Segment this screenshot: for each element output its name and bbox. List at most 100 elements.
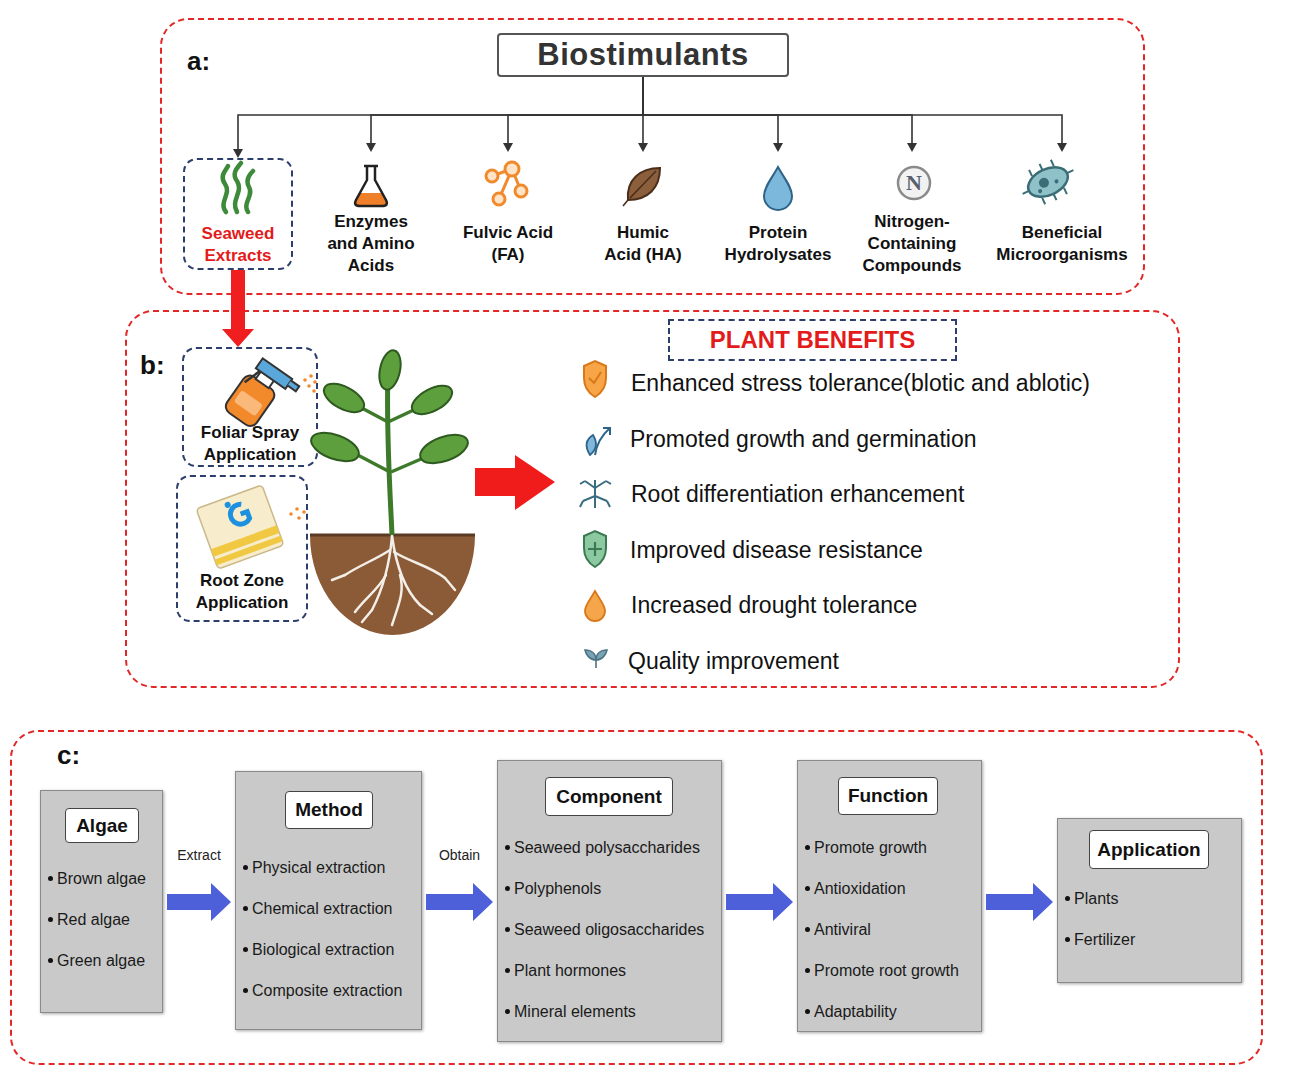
fertilizer-bag	[297, 516, 301, 520]
item-text: Antiviral	[814, 921, 871, 939]
plant-illustration	[392, 536, 420, 605]
tree-connector	[503, 77, 643, 152]
process-header: Algae	[65, 808, 139, 843]
seaweed-icon	[223, 166, 228, 212]
benefit-text: Quality improvement	[628, 647, 839, 675]
icon-letter: N	[904, 169, 924, 197]
category-item: Protein Hydrolysates	[713, 152, 843, 277]
node-label: Method	[295, 799, 363, 821]
category-item: Beneficial Microorganisms	[987, 152, 1137, 277]
nitrogen-icon	[898, 167, 930, 199]
plant-illustration	[307, 348, 475, 635]
fertilizer-bag	[228, 502, 251, 527]
spray-bottle	[307, 384, 311, 388]
panel-letter: b:	[140, 350, 165, 380]
list-item: Promote root growth	[798, 950, 981, 991]
text-holder: Humic Acid (HA)	[578, 210, 708, 278]
list-item: Mineral elements	[498, 991, 721, 1032]
list-item: Plants	[1058, 878, 1241, 919]
list-item: Plant hormones	[498, 950, 721, 991]
leaf-icon	[623, 168, 660, 206]
bullet-dot	[505, 968, 510, 973]
node-label: Biostimulants	[537, 37, 748, 73]
list-item: Seaweed polysaccharides	[498, 827, 721, 868]
list-item: Physical extraction	[236, 847, 421, 888]
bullet-dot	[505, 886, 510, 891]
item-text: Composite extraction	[252, 982, 402, 1000]
big-red-arrow	[475, 455, 555, 510]
benefit-text: Promoted growth and germination	[630, 425, 976, 453]
molecule-icon	[492, 169, 521, 199]
text-holder: Fulvic Acid (FA)	[443, 210, 573, 278]
plant-illustration	[407, 380, 456, 420]
spray-bottle	[256, 371, 275, 388]
benefit-icons	[585, 650, 607, 668]
text-holder: Enzymes and Amino Acids	[306, 210, 436, 278]
item-text: Plants	[1074, 890, 1118, 908]
item-text: Seaweed oligosaccharides	[514, 921, 704, 939]
microbe-icon	[1023, 161, 1072, 202]
fertilizer-bag	[224, 501, 232, 509]
tree-connector	[638, 77, 648, 152]
seaweed-icon	[246, 171, 253, 212]
process-header: Method	[285, 791, 373, 829]
fertilizer-bag	[289, 512, 293, 516]
leaf-icon	[623, 171, 656, 206]
blue-block-arrow	[426, 883, 493, 921]
item-text: Promote growth	[814, 839, 927, 857]
process-box: Physical extractionChemical extractionBi…	[235, 771, 422, 1030]
item-text: Mineral elements	[514, 1003, 636, 1021]
node-label: Humic Acid (HA)	[599, 222, 687, 266]
list-item: Brown algae	[41, 858, 162, 899]
connector-line	[238, 77, 643, 150]
microbe-icon	[1014, 152, 1082, 212]
node-label: Seaweed Extracts	[186, 223, 290, 267]
blue-block-arrow	[167, 883, 231, 921]
benefit-icons	[595, 428, 610, 455]
category-item: Fulvic Acid (FA)	[443, 152, 573, 277]
drop-icon	[764, 167, 792, 210]
item-text: Polyphenols	[514, 880, 601, 898]
fertilizer-bag	[215, 536, 283, 566]
microbe-icon	[1037, 189, 1042, 194]
list-item: Fertilizer	[1058, 919, 1241, 960]
root-box: Biostimulants	[497, 33, 789, 77]
list-item: Adaptability	[798, 991, 981, 1032]
fertilizer-bag	[196, 485, 284, 569]
node-label: Function	[848, 785, 928, 807]
bullet-dot	[505, 845, 510, 850]
item-text: Red algae	[57, 911, 130, 929]
flask-icon	[355, 166, 387, 206]
process-header: Application	[1089, 830, 1209, 869]
item-text: Fertilizer	[1074, 931, 1135, 949]
item-list: Seaweed polysaccharidesPolyphenolsSeawee…	[498, 827, 721, 1032]
node-label: Algae	[76, 815, 128, 837]
list-item: Polyphenols	[498, 868, 721, 909]
node-label: Root Zone Application	[180, 570, 305, 614]
bullet-dot	[805, 1009, 810, 1014]
arrow-head	[773, 143, 783, 152]
arrow-head	[233, 149, 243, 158]
bullet-dot	[805, 886, 810, 891]
bullet-dot	[505, 927, 510, 932]
connector-line	[643, 77, 778, 144]
item-text: Adaptability	[814, 1003, 897, 1021]
category-box: Seaweed Extracts	[183, 158, 293, 270]
microbe-icon	[1037, 176, 1050, 189]
fertilizer-bag	[211, 525, 280, 556]
molecule-icon	[505, 162, 519, 176]
fertilizer-bag	[295, 507, 299, 511]
spray-bottle	[303, 378, 307, 382]
process-box: PlantsFertilizer Application	[1057, 818, 1242, 983]
bullet-dot	[805, 845, 810, 850]
plant-illustration	[345, 550, 390, 575]
node-label: PLANT BENEFITS	[710, 326, 915, 354]
panel-letter: c:	[57, 740, 80, 770]
tree-connector	[643, 77, 917, 152]
node-label: Fulvic Acid (FA)	[452, 222, 564, 266]
benefit-icons	[585, 591, 605, 621]
item-text: Green algae	[57, 952, 145, 970]
molecule-icon	[493, 193, 505, 205]
spray-bottle	[234, 390, 263, 416]
molecule-icon	[515, 185, 527, 197]
